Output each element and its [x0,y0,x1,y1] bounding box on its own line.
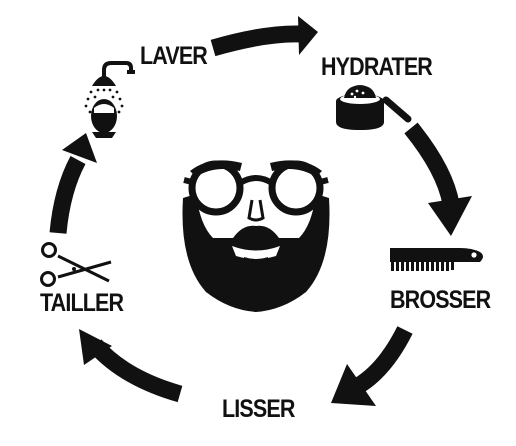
step-label-hydrater: HYDRATER [321,53,433,81]
head-icon [91,99,117,138]
step-label-lisser: LISSER [222,395,295,423]
arrow-hydrater-to-brosser [404,122,472,236]
arrow-lisser-to-tailler [79,329,183,403]
arrow-tailler-to-laver [49,133,97,234]
step-label-laver: LAVER [140,42,208,70]
arrow-laver-to-hydrater [210,16,318,57]
balm-jar-icon [336,85,412,130]
comb-icon [390,248,483,271]
step-label-tailler: TAILLER [40,289,124,317]
bearded-face-glasses-icon [182,160,330,312]
arrow-brosser-to-lisser [331,326,413,406]
step-label-brosser: BROSSER [390,286,491,314]
scissors-icon [40,242,112,287]
shower-head-icon [84,61,135,114]
